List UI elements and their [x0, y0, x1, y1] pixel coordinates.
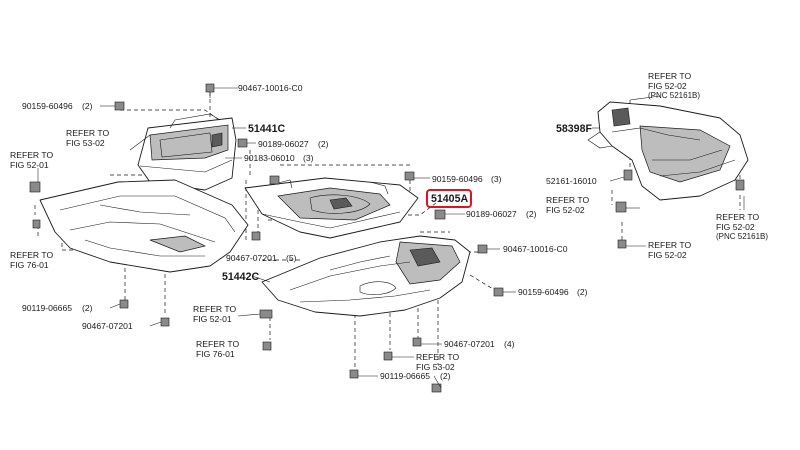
reference-label: FIG 76-01 [10, 260, 49, 270]
part-number-label: 90119-06665 [22, 303, 72, 313]
highlight-box [426, 189, 472, 208]
part-number-label: 90467-07201 [444, 339, 495, 349]
reference-label: REFER TO [10, 250, 53, 260]
under-cover-51442c [261, 235, 471, 317]
engine-under-cover-51405a [244, 177, 419, 239]
reference-label: FIG 52-02 [546, 205, 585, 215]
quantity-label: (3) [303, 153, 314, 163]
bracket-icon [259, 309, 273, 319]
floor-cover-58398f [587, 101, 749, 201]
screw-icon [262, 341, 272, 351]
reference-label: REFER TO [546, 195, 589, 205]
quantity-label: (3) [491, 174, 502, 184]
reference-label: FIG 53-02 [66, 138, 105, 148]
quantity-label: (4) [504, 339, 515, 349]
screw-icon [160, 317, 170, 327]
reference-label: REFER TO [716, 212, 759, 222]
under-cover-51441c [129, 113, 237, 191]
reference-label: FIG 52-02 [648, 250, 687, 260]
clip-icon [29, 181, 41, 193]
reference-label: FIG 53-02 [416, 362, 455, 372]
reference-label: REFER TO [648, 240, 691, 250]
reference-label: REFER TO [196, 339, 239, 349]
clip-icon [404, 171, 415, 181]
screw-icon [32, 219, 41, 229]
clip-icon [434, 209, 446, 220]
part-number-label: 90189-06027 [466, 209, 517, 219]
screw-icon [412, 337, 422, 347]
clip-icon [269, 175, 280, 185]
clip-icon [237, 138, 248, 148]
reference-label: REFER TO [416, 352, 459, 362]
part-number-label: 90159-60496 [432, 174, 483, 184]
clip-icon [493, 287, 504, 297]
reference-label: REFER TO [648, 71, 691, 81]
part-number-label: 90467-07201 [226, 253, 277, 263]
screw-icon [119, 299, 129, 309]
part-number-label: 90159-60496 [22, 101, 73, 111]
part-number-label: 58398F [556, 123, 592, 135]
highlighted-part-number: 51405A [431, 193, 468, 205]
quantity-label: (5) [286, 253, 297, 263]
reference-label: FIG 52-02 [716, 222, 755, 232]
part-number-label: 52161-16010 [546, 176, 597, 186]
screw-icon [251, 231, 261, 241]
leader-lines [37, 87, 745, 389]
screw-icon [349, 369, 359, 379]
part-number-label: 90467-07201 [82, 321, 133, 331]
lower-plate-left [39, 179, 249, 273]
reference-label: (PNC 52161B) [716, 232, 768, 241]
part-number-label: 51442C [222, 271, 259, 283]
clip-icon [735, 179, 745, 191]
clip-icon [615, 201, 627, 213]
fastener-icons [29, 83, 745, 393]
quantity-label: (2) [82, 101, 93, 111]
screw-icon [617, 239, 627, 249]
part-number-label: 90183-06010 [244, 153, 295, 163]
reference-label: REFER TO [193, 304, 236, 314]
clip-icon [623, 169, 633, 181]
reference-label: REFER TO [66, 128, 109, 138]
screw-icon [383, 351, 393, 361]
clip-icon [477, 244, 488, 254]
bolt-icon [114, 101, 125, 111]
reference-label: REFER TO [10, 150, 53, 160]
part-number-label: 90119-06665 [380, 371, 430, 381]
reference-label: FIG 52-01 [193, 314, 232, 324]
part-number-label: 90467-10016-C0 [503, 244, 568, 254]
part-number-label: 90467-10016-C0 [238, 83, 303, 93]
reference-label: (PNC 52161B) [648, 91, 700, 100]
quantity-label: (2) [526, 209, 537, 219]
part-number-label: 90159-60496 [518, 287, 569, 297]
reference-label: FIG 52-01 [10, 160, 49, 170]
quantity-label: (2) [440, 371, 451, 381]
bolt-icon [205, 83, 215, 98]
quantity-label: (2) [577, 287, 588, 297]
reference-label: FIG 52-02 [648, 81, 687, 91]
part-number-label: 51441C [248, 123, 285, 135]
reference-label: FIG 76-01 [196, 349, 235, 359]
quantity-label: (2) [82, 303, 93, 313]
quantity-label: (2) [318, 139, 329, 149]
part-number-label: 90189-06027 [258, 139, 309, 149]
callout-labels: 90467-10016-C0 90159-60496 (2) 51441C 90… [10, 71, 768, 381]
